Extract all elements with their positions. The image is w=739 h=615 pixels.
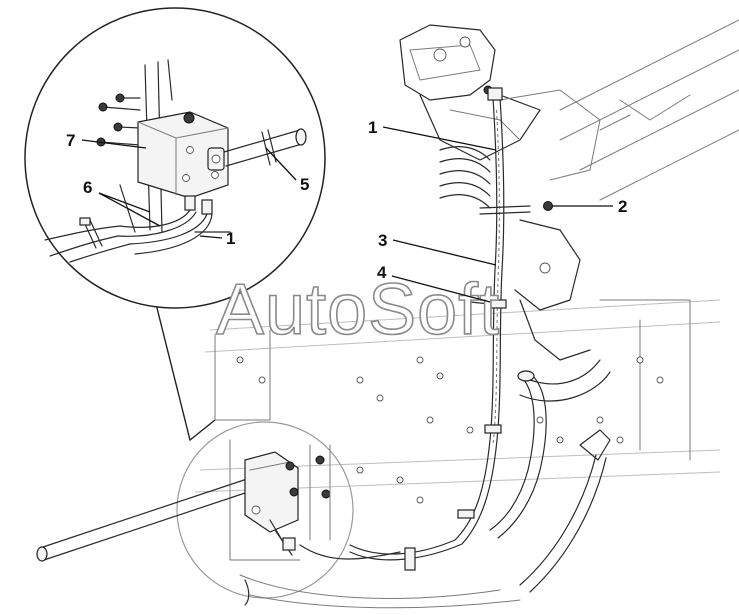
lower-clamp-b xyxy=(457,509,475,519)
detail-callouts: 7 6 5 1 xyxy=(66,131,309,248)
top-fitting xyxy=(487,87,503,101)
callout-3: 3 xyxy=(378,231,387,250)
outlet-pipe xyxy=(489,370,611,593)
frame-holes xyxy=(236,356,664,504)
callout-7: 7 xyxy=(66,131,75,150)
clamp-2 xyxy=(479,201,553,215)
fuel-line-3 xyxy=(349,87,553,571)
callout-6: 6 xyxy=(83,178,92,197)
callout-2: 2 xyxy=(618,197,627,216)
lower-detail-circle xyxy=(36,421,401,599)
main-callouts: 1 2 3 4 xyxy=(368,118,627,303)
callout-5: 5 xyxy=(300,175,309,194)
clamp-4 xyxy=(469,299,507,309)
lower-clamp-a xyxy=(484,424,502,434)
callout-4: 4 xyxy=(377,263,387,282)
bottom-frame-curve xyxy=(239,574,521,609)
lower-clamp-c xyxy=(404,547,416,571)
callout-1-detail: 1 xyxy=(226,229,235,248)
watermark-text: AutoSoft xyxy=(216,270,500,350)
callout-1-main: 1 xyxy=(368,118,377,137)
mounting-bolts xyxy=(96,93,141,147)
upper-detail-circle xyxy=(24,7,326,442)
spring xyxy=(439,146,491,209)
